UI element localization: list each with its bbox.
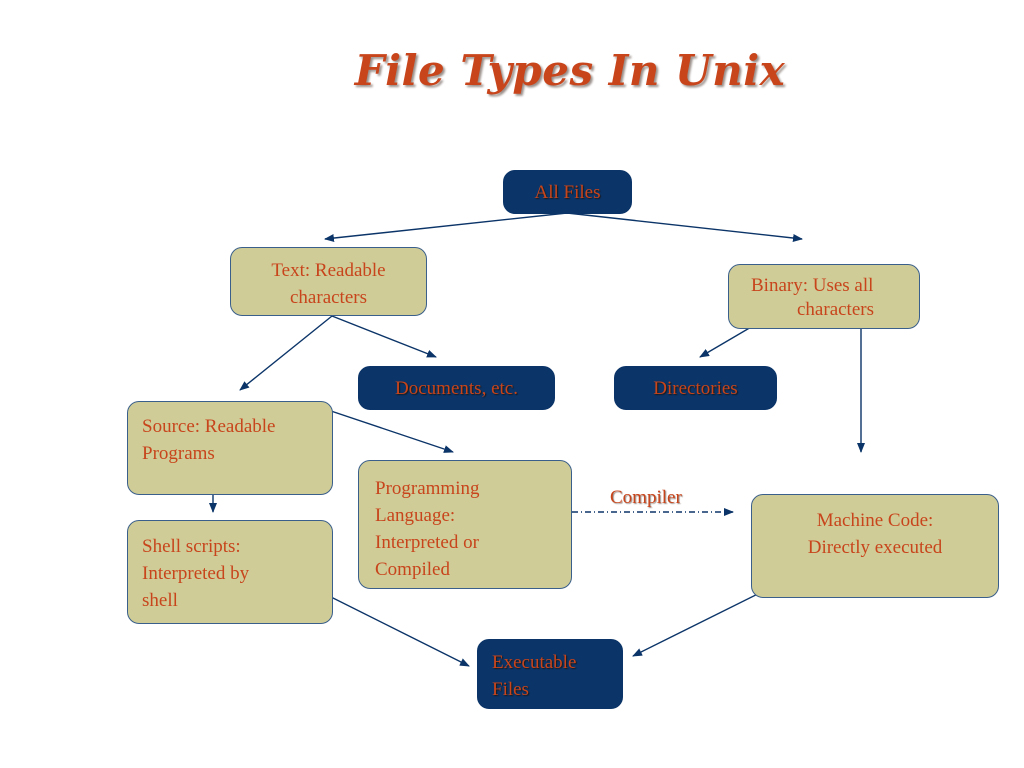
node-source-line: Programs	[142, 443, 215, 464]
node-binary-line: characters	[797, 299, 874, 320]
node-programming-language: Programming Language: Interpreted or Com…	[358, 460, 572, 589]
node-programming-language-line: Programming	[375, 478, 480, 499]
node-source: Source: Readable Programs	[127, 401, 333, 495]
node-shell-scripts-line: shell	[142, 590, 178, 611]
node-text: Text: Readable characters	[230, 247, 427, 316]
arrow-allfiles-to-binary	[566, 212, 803, 242]
node-text-line: characters	[290, 287, 367, 308]
node-executable-files-line: Executable	[492, 652, 577, 673]
node-text-line: Text: Readable	[271, 260, 386, 281]
node-shell-scripts: Shell scripts: Interpreted by shell	[127, 520, 333, 624]
node-machine-code: Machine Code: Directly executed	[751, 494, 999, 598]
node-programming-language-line: Interpreted or	[375, 532, 479, 553]
node-shell-scripts-line: Interpreted by	[142, 563, 250, 584]
node-directories: Directories	[614, 366, 777, 410]
arrow-text-to-source	[239, 315, 333, 391]
node-machine-code-line: Machine Code:	[816, 510, 934, 531]
node-shell-scripts-line: Shell scripts:	[142, 536, 241, 557]
arrow-source-to-programming-language	[324, 408, 454, 453]
node-all-files: All Files	[503, 170, 632, 214]
node-documents-label: Documents, etc.	[395, 378, 518, 399]
arrow-text-to-documents	[331, 315, 437, 358]
node-directories-label: Directories	[653, 378, 738, 399]
node-binary: Binary: Uses all characters	[728, 264, 920, 329]
node-executable-files-line: Files	[492, 679, 529, 700]
node-programming-language-line: Compiled	[375, 559, 450, 580]
node-all-files-label: All Files	[534, 182, 601, 203]
node-executable-files: Executable Files	[477, 639, 623, 709]
node-programming-language-line: Language:	[375, 505, 456, 526]
node-binary-line: Binary: Uses all	[751, 275, 874, 296]
node-machine-code-line: Directly executed	[807, 537, 943, 558]
node-source-line: Source: Readable	[142, 416, 276, 437]
arrow-allfiles-to-text	[324, 212, 568, 243]
node-documents: Documents, etc.	[358, 366, 555, 410]
arrow-shell-to-executable	[316, 589, 470, 667]
compiler-label: Compiler	[610, 487, 682, 508]
slide-title: File Types In Unix	[354, 46, 786, 95]
